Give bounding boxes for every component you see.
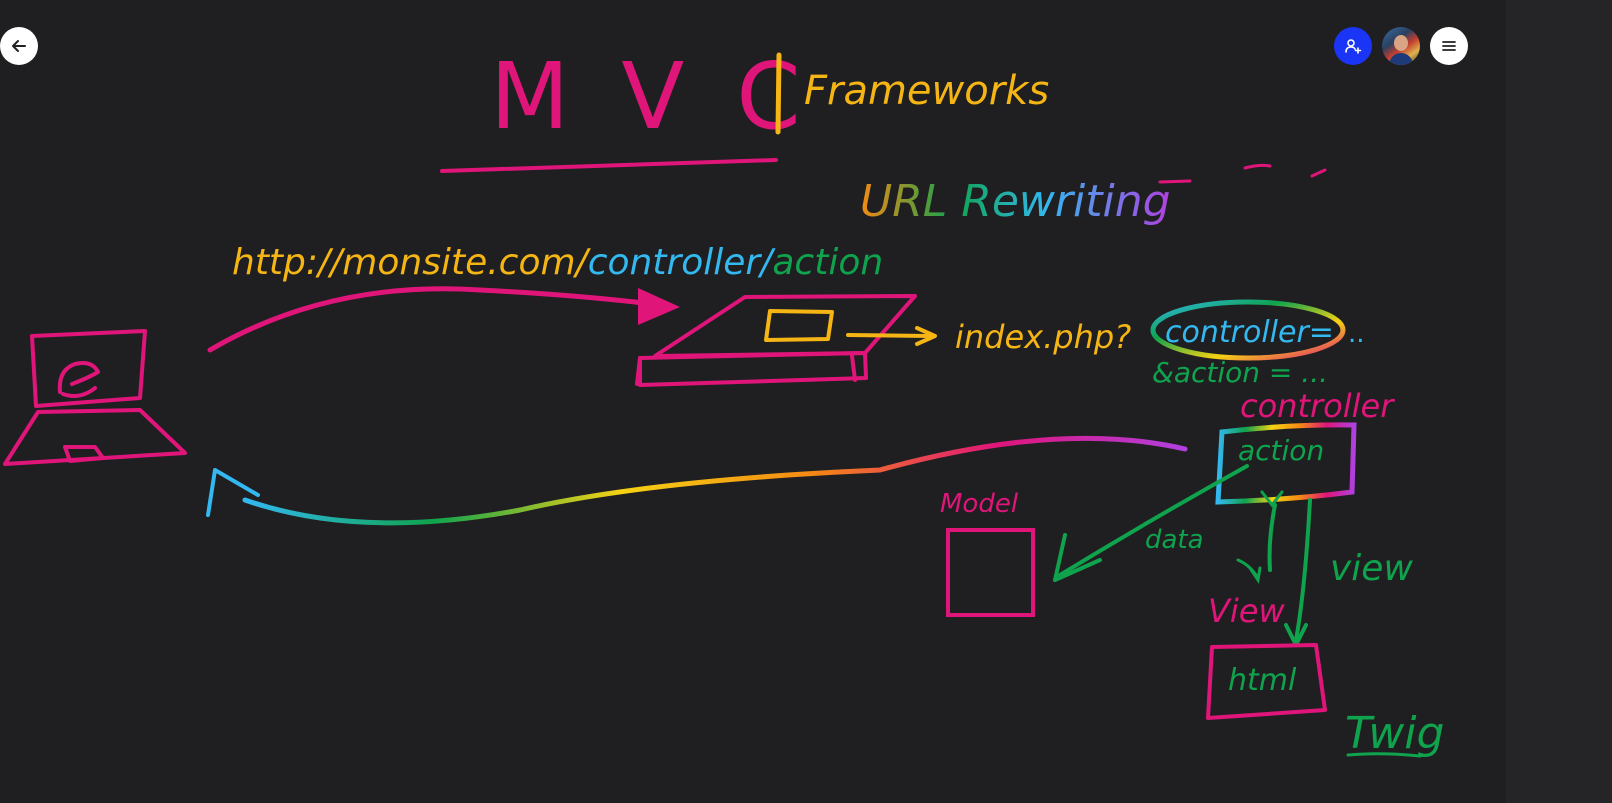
- query-dots-label: ..: [1348, 319, 1365, 349]
- menu-button[interactable]: [1430, 27, 1468, 65]
- url-text: http://monsite.com/controller/action: [232, 242, 883, 283]
- view-outer-label: view: [1330, 548, 1413, 589]
- server-drawing: [635, 294, 937, 387]
- url-slash: /: [757, 242, 776, 283]
- view-group: view View html Twig: [1206, 490, 1444, 759]
- query-action-label: &action = ...: [1152, 356, 1328, 389]
- controller-highlight-oval: [1150, 299, 1346, 361]
- action-label: action: [1238, 434, 1324, 467]
- hamburger-menu-icon: [1442, 41, 1456, 51]
- drawing-canvas[interactable]: MVC Frameworks URL Rewriting http://mons…: [0, 0, 1506, 803]
- controller-label: controller: [1240, 387, 1395, 425]
- index-php-label: index.php?: [955, 318, 1131, 356]
- laptop-drawing: [3, 329, 187, 466]
- avatar-face: [1394, 35, 1408, 51]
- right-gutter: [1506, 0, 1612, 803]
- title-mvc: MVC: [490, 43, 853, 150]
- controller-group: controller action: [1215, 387, 1395, 505]
- view-inner-label: View: [1208, 592, 1285, 630]
- model-box: [946, 528, 1035, 617]
- html-box: [1206, 643, 1327, 720]
- url-action: action: [772, 242, 883, 283]
- title-underline: [440, 158, 778, 173]
- url-group: http://monsite.com/controller/action: [232, 242, 883, 283]
- url-controller: controller: [588, 242, 763, 283]
- browser-logo-icon: [57, 361, 100, 398]
- title-group: MVC Frameworks: [440, 43, 1049, 173]
- back-button[interactable]: [0, 27, 38, 65]
- model-label: Model: [940, 489, 1019, 519]
- share-button[interactable]: [1334, 27, 1372, 65]
- query-group: index.php? controller= .. &action = ...: [955, 299, 1365, 389]
- url-rewriting-group: URL Rewriting: [860, 163, 1327, 227]
- avatar[interactable]: [1382, 27, 1420, 65]
- avatar-shirt: [1389, 53, 1413, 65]
- url-rewriting-trail: [1158, 163, 1327, 184]
- title-divider: [775, 52, 782, 135]
- request-arrow: [207, 286, 680, 353]
- query-controller-label: controller=: [1165, 315, 1334, 350]
- add-person-icon: [1345, 39, 1362, 54]
- response-arrow: [206, 435, 1188, 526]
- html-label: html: [1228, 663, 1297, 698]
- data-label: data: [1145, 525, 1204, 555]
- title-frameworks: Frameworks: [804, 68, 1049, 114]
- url-rewriting-label: URL Rewriting: [860, 176, 1171, 227]
- sketch-layer: MVC Frameworks URL Rewriting http://mons…: [3, 43, 1444, 759]
- model-group: Model data: [940, 464, 1262, 617]
- url-prefix: http://monsite.com/: [232, 242, 592, 283]
- twig-label: Twig: [1345, 708, 1444, 759]
- arrow-left-icon: [12, 40, 26, 52]
- action-box: [1215, 422, 1357, 505]
